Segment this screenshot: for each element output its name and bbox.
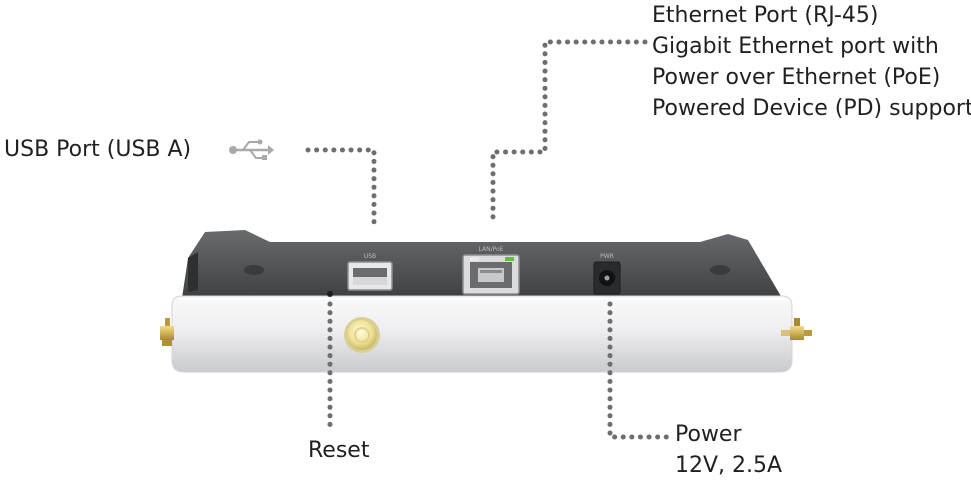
housing-left-notch <box>188 252 198 292</box>
ethernet-callout-line-1: Gigabit Ethernet port with <box>652 34 939 59</box>
lan-port-label: LAN/PoE <box>479 246 504 253</box>
usb-port: USB <box>347 253 393 291</box>
ethernet-callout-line-2: Power over Ethernet (PoE) <box>652 65 941 90</box>
power-callout-spec: 12V, 2.5A <box>675 453 783 478</box>
usb-callout: USB Port (USB A) <box>4 134 191 165</box>
power-callout: Power 12V, 2.5A <box>675 419 782 481</box>
reset-callout-title: Reset <box>308 438 370 463</box>
usb-trident-icon <box>229 139 274 160</box>
power-callout-title: Power <box>675 422 742 447</box>
usb-port-label: USB <box>364 253 376 260</box>
housing-body <box>171 295 793 373</box>
ethernet-callout: Ethernet Port (RJ-45) Gigabit Ethernet p… <box>652 0 971 124</box>
power-leader-line <box>607 301 671 440</box>
reset-pinhole <box>327 291 333 297</box>
power-jack: PWR <box>593 253 621 295</box>
ethernet-callout-line-3: Powered Device (PD) support <box>652 96 971 121</box>
screw-hole-right <box>710 265 730 275</box>
usb-leader-line <box>305 147 377 227</box>
antenna-connector-left-icon <box>160 318 174 346</box>
link-led <box>505 257 514 261</box>
reset-button <box>344 317 380 353</box>
antenna-connector-right-icon <box>781 318 812 340</box>
screw-hole-left <box>244 265 264 275</box>
lan-poe-port: LAN/PoE <box>462 246 520 295</box>
reset-callout: Reset <box>308 435 369 466</box>
ethernet-leader-line <box>490 39 648 225</box>
pwr-port-label: PWR <box>600 253 614 260</box>
usb-callout-title: USB Port (USB A) <box>4 137 192 162</box>
ethernet-callout-title: Ethernet Port (RJ-45) <box>652 3 879 28</box>
